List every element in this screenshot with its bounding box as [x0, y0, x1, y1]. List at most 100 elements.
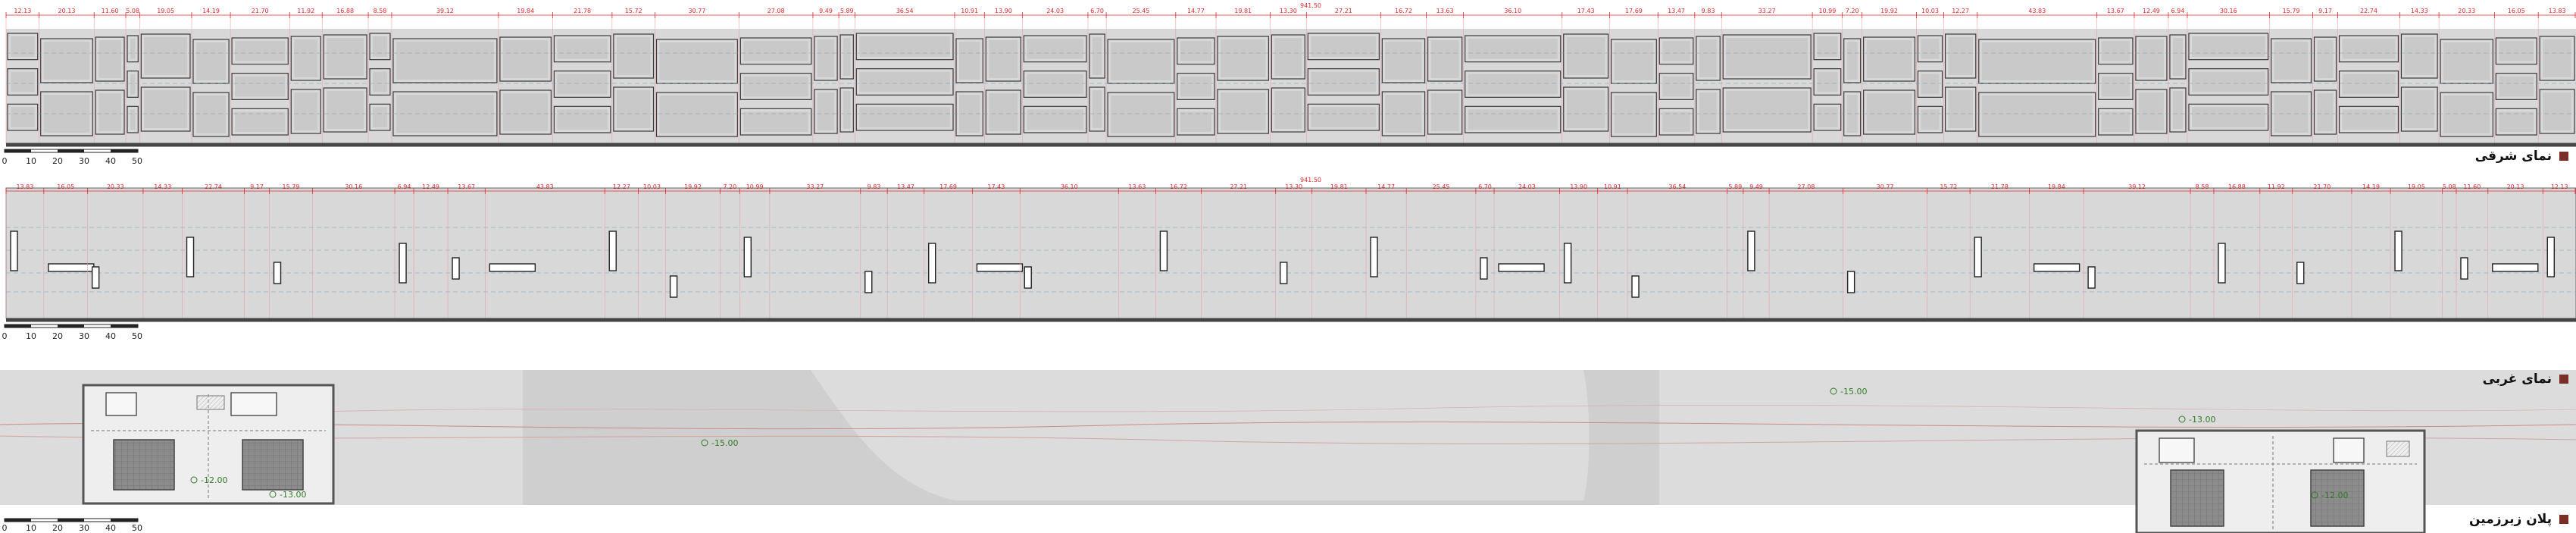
east-dimension-label: 19.81	[1234, 8, 1252, 14]
east-panel-shade	[1614, 42, 1654, 80]
east-stone-panel	[839, 34, 854, 80]
east-stone-panel	[127, 71, 139, 98]
west-window-opening	[2460, 257, 2468, 280]
svg-text:-12.00: -12.00	[2321, 491, 2348, 500]
east-panel-shade	[2404, 90, 2435, 128]
east-panel-shade	[743, 111, 808, 132]
east-stone-panel	[2313, 89, 2337, 135]
east-panel-shade	[2101, 76, 2130, 97]
east-stone-panel	[2169, 87, 2187, 133]
east-panel-shade	[2191, 107, 2265, 127]
east-stone-panel	[1177, 108, 1215, 136]
east-stone-panel	[2169, 34, 2187, 80]
east-stone-panel	[839, 87, 854, 133]
east-dimension-label: 20.13	[58, 8, 76, 14]
east-stone-panel	[739, 108, 812, 136]
east-panel-shade	[373, 107, 387, 127]
west-dimension-label: 10.03	[643, 183, 661, 190]
west-dimension-label: 9.49	[1749, 183, 1763, 190]
east-stone-panel	[985, 36, 1021, 82]
east-panel-shade	[1726, 38, 1809, 76]
east-panel-shade	[1566, 37, 1605, 75]
east-stone-panel	[1023, 105, 1087, 133]
east-panel-shade	[98, 40, 122, 78]
east-elevation-title: نمای شرقی	[2475, 149, 2568, 164]
west-dimension-label: 17.69	[939, 183, 957, 190]
east-stone-panel	[1089, 86, 1105, 132]
east-stone-panel	[1917, 71, 1943, 98]
west-window-opening	[928, 243, 936, 284]
east-dimension-label: 9.83	[1702, 8, 1715, 14]
east-stone-panel	[231, 37, 289, 65]
east-stone-panel	[7, 68, 39, 96]
east-stone-panel	[1465, 71, 1562, 98]
east-panel-shade	[195, 96, 227, 133]
east-panel-shade	[1662, 76, 1690, 97]
west-dimension-label: 13.83	[16, 183, 33, 190]
west-dimension-label: 30.16	[345, 183, 362, 190]
east-dimension-label: 43.83	[2028, 8, 2046, 14]
east-panel-shade	[1948, 90, 1973, 128]
east-panel-shade	[130, 74, 136, 95]
west-dimension-label: 25.45	[1433, 183, 1450, 190]
east-stone-panel	[369, 68, 391, 96]
east-panel-shade	[294, 92, 318, 130]
svg-text:-12.00: -12.00	[201, 475, 227, 485]
east-stone-panel	[1217, 36, 1269, 81]
west-dimension-label: 16.88	[2228, 183, 2246, 190]
east-panel-shade	[327, 91, 364, 129]
east-dimension-label: 30.77	[688, 8, 705, 14]
scale-bar-label: 30	[79, 523, 89, 533]
level-marker-5: -13.00	[2178, 415, 2215, 425]
east-panel-shade	[43, 42, 90, 80]
west-dimension-label: 15.72	[1940, 183, 1957, 190]
east-panel-shade	[1311, 36, 1377, 57]
east-dimension-label: 11.92	[297, 8, 314, 14]
east-panel-shade	[327, 38, 364, 76]
level-marker-1: -12.00	[190, 475, 227, 485]
east-panel-shade	[1092, 90, 1102, 128]
west-dimension-label: 13.90	[1570, 183, 1587, 190]
east-stone-panel	[2400, 33, 2438, 79]
east-panel-shade	[1430, 93, 1459, 131]
east-panel-shade	[1948, 37, 1973, 75]
west-window-opening	[1159, 230, 1168, 271]
scale-bar-label: 30	[79, 331, 89, 341]
west-horizontal-opening	[976, 263, 1024, 272]
west-dimension-label: 19.05	[2408, 183, 2425, 190]
west-elevation-wall	[5, 187, 2576, 319]
title-marker-icon	[2559, 375, 2568, 384]
east-dimension-label: 21.78	[574, 8, 591, 14]
scale-bar-label: 40	[105, 156, 116, 166]
east-panel-shade	[2138, 92, 2164, 130]
east-dimension-label: 15.72	[625, 8, 642, 14]
east-panel-shade	[2342, 109, 2396, 130]
east-panel-shade	[502, 40, 549, 78]
east-stone-panel	[1177, 37, 1215, 65]
east-stone-panel	[1944, 86, 1977, 132]
east-dimension-label: 21.70	[252, 8, 269, 14]
east-dimension-label: 13.67	[2107, 8, 2124, 14]
scale-bar-label: 10	[26, 156, 36, 166]
west-dimension-label: 27.08	[1797, 183, 1815, 190]
title-marker-icon	[2559, 152, 2568, 161]
west-dimension-label: 19.92	[684, 183, 702, 190]
east-panel-shade	[2317, 40, 2334, 78]
east-stone-panel	[127, 35, 139, 63]
east-stone-panel	[231, 73, 289, 100]
west-window-opening	[399, 243, 407, 284]
east-panel-shade	[130, 109, 136, 130]
east-stone-panel	[192, 92, 230, 137]
east-stone-panel	[1610, 39, 1657, 84]
west-dimension-label: 5.08	[2443, 183, 2456, 190]
west-elevation-openings	[5, 191, 2555, 318]
east-panel-shade	[1846, 42, 1858, 80]
east-panel-shade	[817, 92, 835, 130]
west-dimension-label: 13.47	[897, 183, 914, 190]
west-dimension-label: 12.27	[613, 183, 630, 190]
east-stone-panel	[1863, 36, 1916, 82]
svg-text:-15.00: -15.00	[711, 438, 738, 448]
west-dimension-label: 19.81	[1330, 183, 1348, 190]
east-stone-panel	[7, 103, 39, 131]
